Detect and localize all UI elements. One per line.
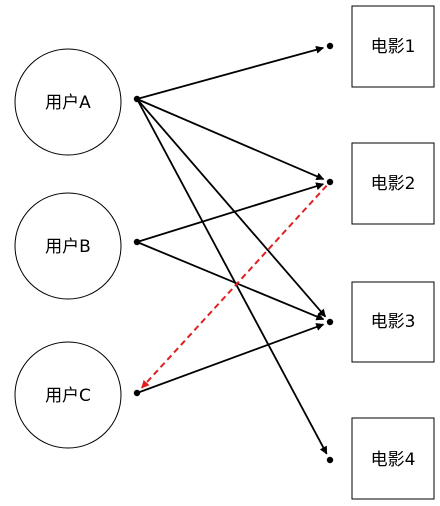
user-node-a: 用户A (14, 48, 141, 156)
user-label: 用户B (45, 237, 91, 257)
user-port-dot (133, 238, 141, 246)
movie-box (351, 417, 435, 500)
user-circle (14, 192, 122, 300)
movie-port-dot (326, 456, 334, 464)
user-label: 用户A (45, 93, 91, 113)
edge-arrow (136, 98, 325, 181)
edge-arrow (136, 323, 325, 394)
movie-box (351, 5, 435, 88)
movie-label: 电影3 (371, 312, 416, 332)
user-node-c: 用户C (14, 341, 141, 449)
movie-port-dot (326, 42, 334, 50)
user-port-dot (133, 389, 141, 397)
edge-arrow (136, 98, 328, 455)
edge-arrow (136, 45, 325, 100)
edge-arrow (136, 241, 325, 321)
movie-box (351, 142, 435, 225)
user-port-dot (133, 95, 141, 103)
movie-label: 电影1 (371, 37, 416, 57)
user-circle (14, 341, 122, 449)
movie-node-3: 电影3 (326, 281, 435, 363)
movie-node-2: 电影2 (326, 142, 435, 225)
user-label: 用户C (45, 386, 91, 406)
user-circle (14, 48, 122, 156)
movie-port-dot (326, 318, 334, 326)
edges (136, 45, 328, 455)
movie-node-1: 电影1 (326, 5, 435, 88)
edge-arrow (136, 182, 325, 243)
recommendation-edge-arrow (140, 185, 328, 389)
movie-port-dot (326, 178, 334, 186)
user-node-b: 用户B (14, 192, 141, 300)
movie-label: 电影4 (371, 450, 416, 470)
movie-node-4: 电影4 (326, 417, 435, 500)
edge-arrow (136, 98, 327, 318)
movie-box (351, 281, 435, 363)
movie-label: 电影2 (371, 174, 416, 194)
